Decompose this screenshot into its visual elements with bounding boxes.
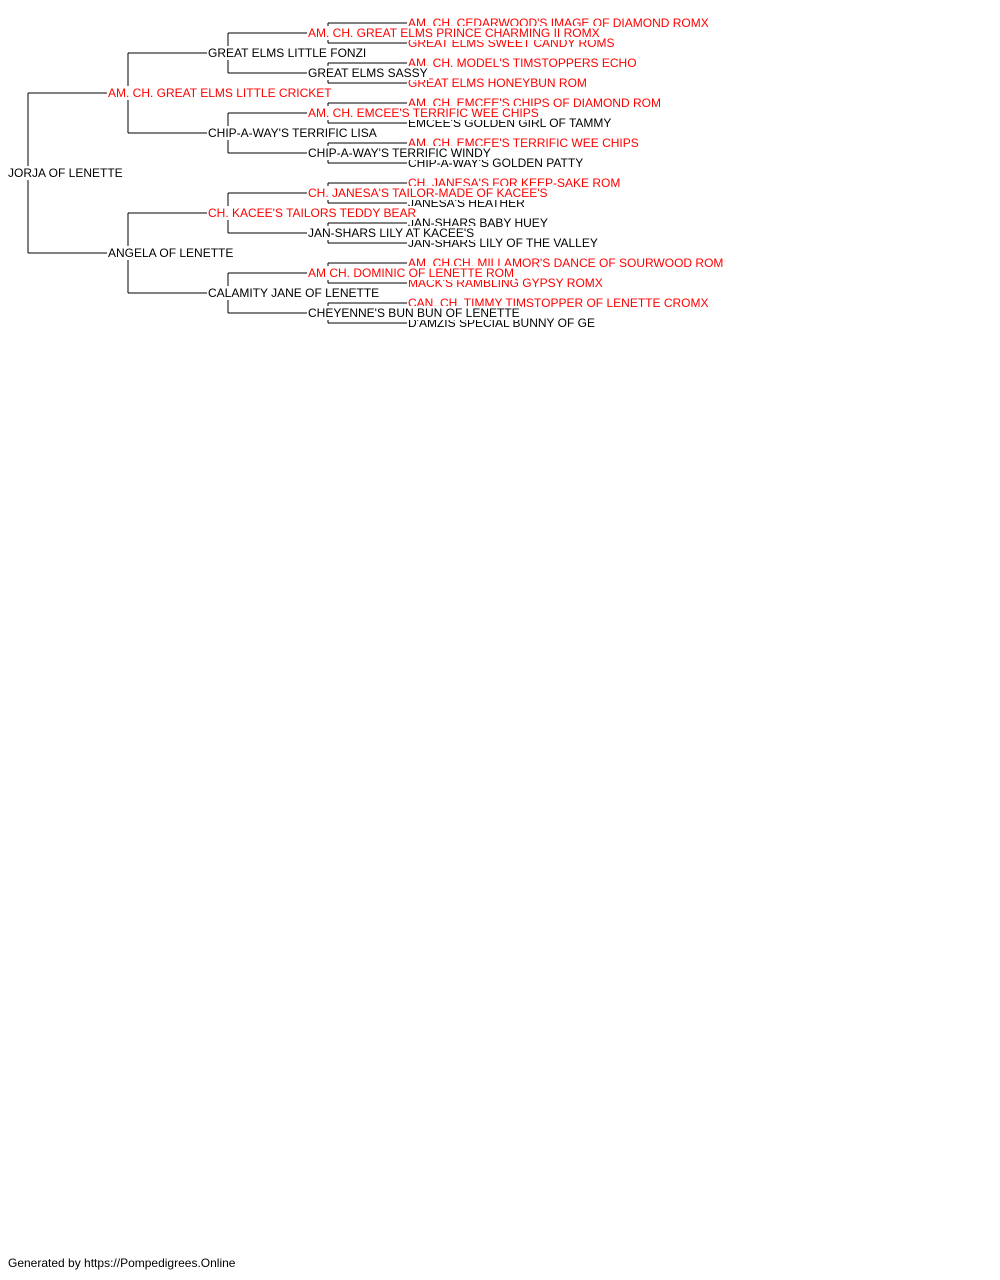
pedigree-node: AM. CH. GREAT ELMS LITTLE CRICKET [107,86,333,100]
pedigree-node: AM. CH. EMCEE'S TERRIFIC WEE CHIPS [307,106,540,120]
pedigree-node: GREAT ELMS SASSY [307,66,429,80]
pedigree-node: JAN-SHARS LILY AT KACEE'S [307,226,476,240]
pedigree-node: GREAT ELMS LITTLE FONZI [207,46,368,60]
pedigree-node: JORJA OF LENETTE [7,166,124,180]
pedigree-node: AM. CH. GREAT ELMS PRINCE CHARMING II RO… [307,26,601,40]
pedigree-node: AM. CH. MODEL'S TIMSTOPPERS ECHO [407,56,638,70]
pedigree-node: CH. KACEE'S TAILORS TEDDY BEAR [207,206,418,220]
pedigree-node: ANGELA OF LENETTE [107,246,235,260]
pedigree-node: CHIP-A-WAY'S TERRIFIC LISA [207,126,378,140]
pedigree-node: AM CH. DOMINIC OF LENETTE ROM [307,266,516,280]
pedigree-node: CALAMITY JANE OF LENETTE [207,286,381,300]
pedigree-node: CHIP-A-WAY'S TERRIFIC WINDY [307,146,492,160]
pedigree-node: CH. JANESA'S TAILOR-MADE OF KACEE'S [307,186,549,200]
pedigree-node: GREAT ELMS HONEYBUN ROM [407,76,588,90]
footer-credit: Generated by https://Pompedigrees.Online [8,1256,236,1270]
pedigree-node: CHEYENNE'S BUN BUN OF LENETTE [307,306,521,320]
